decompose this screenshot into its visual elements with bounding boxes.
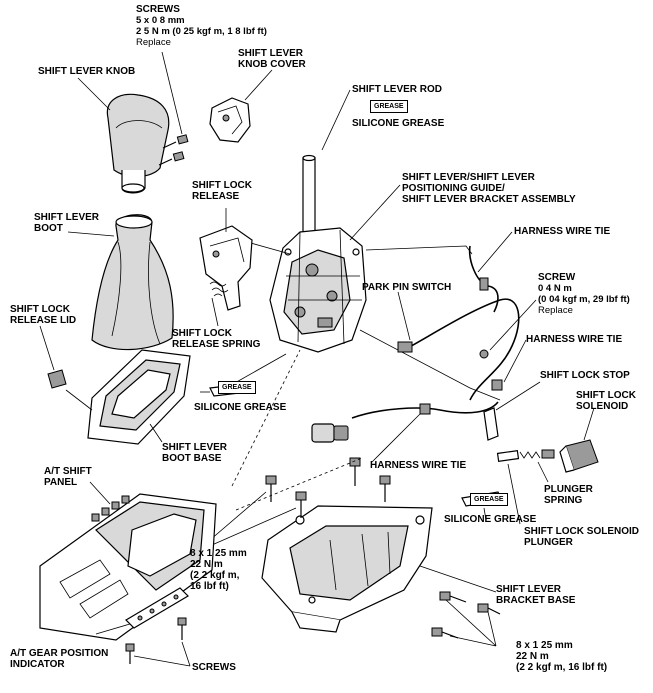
- silicone-grease-left-label: SILICONE GREASE: [194, 402, 287, 413]
- screws-top-title: SCREWS: [136, 4, 180, 15]
- shift-lever-rod-label: SHIFT LEVER ROD: [352, 84, 443, 95]
- bolt-mid-line-3: (2 2 kgf m,: [190, 570, 240, 581]
- shift-lock-stop-label: SHIFT LOCK STOP: [540, 370, 630, 381]
- assembly-label: SHIFT LEVER/SHIFT LEVER POSITIONING GUID…: [402, 172, 576, 205]
- solenoid-plunger-line-1: SHIFT LOCK SOLENOID: [524, 526, 639, 537]
- at-shift-panel-part: [39, 493, 217, 641]
- release-lid-label: SHIFT LOCK RELEASE LID: [10, 304, 76, 326]
- screw-right-torque-1: 0 4 N m: [538, 283, 572, 294]
- knob-cover-part: [209, 97, 251, 143]
- screws-bottom-label: SCREWS: [192, 662, 236, 673]
- assembly-line-3: SHIFT LEVER BRACKET ASSEMBLY: [402, 194, 576, 205]
- bolt-bottom-line-3: (2 2 kgf m, 16 lbf ft): [516, 662, 608, 673]
- solenoid-line-1: SHIFT LOCK: [576, 390, 636, 401]
- knob-cover-line-2: KNOB COVER: [238, 59, 306, 70]
- boot-base-line-2: BOOT BASE: [162, 453, 222, 464]
- release-spring-line-2: RELEASE SPRING: [172, 339, 261, 350]
- solenoid-line-2: SOLENOID: [576, 401, 629, 412]
- bracket-base-part: [261, 505, 433, 633]
- at-shift-panel-line-2: PANEL: [44, 477, 78, 488]
- assembly-line-1: SHIFT LEVER/SHIFT LEVER: [402, 172, 535, 183]
- plunger-part: [496, 449, 555, 463]
- shift-lock-release-line-2: RELEASE: [192, 191, 240, 202]
- release-spring-line-1: SHIFT LOCK: [172, 328, 232, 339]
- release-spring-part: [209, 281, 229, 297]
- indicator-label: A/T GEAR POSITION INDICATOR: [10, 648, 108, 670]
- bracket-base-line-2: BRACKET BASE: [496, 595, 576, 606]
- bolt-mid-line-2: 22 N m: [190, 559, 223, 570]
- boot-base-label: SHIFT LEVER BOOT BASE: [162, 442, 227, 464]
- screws-top-size: 5 x 0 8 mm: [136, 15, 185, 26]
- plunger-spring-line-1: PLUNGER: [544, 484, 593, 495]
- boot-label: SHIFT LEVER BOOT: [34, 212, 99, 234]
- grease-tube-top-label: GREASE: [370, 100, 408, 113]
- shift-lock-solenoid-part: [559, 439, 599, 473]
- screw-right-label: SCREW 0 4 N m (0 04 kgf m, 29 lbf ft) Re…: [538, 272, 630, 316]
- at-shift-panel-line-1: A/T SHIFT: [44, 466, 92, 477]
- boot-line-1: SHIFT LEVER: [34, 212, 100, 223]
- shift-lock-release-part: [199, 225, 253, 311]
- shift-lock-release-label: SHIFT LOCK RELEASE: [192, 180, 252, 202]
- bracket-base-label: SHIFT LEVER BRACKET BASE: [496, 584, 575, 606]
- bolt-mid-line-4: 16 lbf ft): [190, 581, 229, 592]
- gear-position-indicator-part: [125, 587, 189, 629]
- shift-lock-stop-part: [483, 407, 499, 441]
- wire-harness-part: [311, 245, 520, 443]
- screw-right-torque-2: (0 04 kgf m, 29 lbf ft): [538, 294, 630, 305]
- shift-lever-boot-part: [91, 214, 174, 351]
- screws-top-note: Replace: [136, 37, 171, 48]
- bolts-part: [265, 457, 501, 639]
- boot-base-line-1: SHIFT LEVER: [162, 442, 228, 453]
- screw-right-note: Replace: [538, 305, 573, 316]
- shift-lever-knob-label: SHIFT LEVER KNOB: [38, 66, 136, 77]
- shift-lock-release-line-1: SHIFT LOCK: [192, 180, 252, 191]
- silicone-grease-right-label: SILICONE GREASE: [444, 514, 537, 525]
- bracket-assembly-part: [269, 227, 367, 353]
- release-lid-line-1: SHIFT LOCK: [10, 304, 70, 315]
- bolt-bottom-label: 8 x 1 25 mm 22 N m (2 2 kgf m, 16 lbf ft…: [516, 640, 607, 673]
- screws-bottom-part: [125, 617, 187, 664]
- screws-top-label: SCREWS 5 x 0 8 mm 2 5 N m (0 25 kgf m, 1…: [136, 4, 267, 48]
- plunger-spring-line-2: SPRING: [544, 495, 583, 506]
- boot-line-2: BOOT: [34, 223, 63, 234]
- harness-tie-mid-label: HARNESS WIRE TIE: [526, 334, 623, 345]
- shift-lever-rod-part: [302, 154, 316, 251]
- screws-top-part: [158, 134, 189, 166]
- plunger-spring-label: PLUNGER SPRING: [544, 484, 593, 506]
- solenoid-plunger-label: SHIFT LOCK SOLENOID PLUNGER: [524, 526, 639, 548]
- bolt-bottom-line-1: 8 x 1 25 mm: [516, 640, 573, 651]
- release-lid-part: [47, 369, 67, 389]
- bolt-mid-label: 8 x 1 25 mm 22 N m (2 2 kgf m, 16 lbf ft…: [190, 548, 247, 592]
- park-pin-switch-label: PARK PIN SWITCH: [362, 282, 452, 293]
- bolt-mid-line-1: 8 x 1 25 mm: [190, 548, 247, 559]
- bracket-base-line-1: SHIFT LEVER: [496, 584, 562, 595]
- indicator-line-2: INDICATOR: [10, 659, 65, 670]
- release-lid-line-2: RELEASE LID: [10, 315, 77, 326]
- screws-top-torque: 2 5 N m (0 25 kgf m, 1 8 lbf ft): [136, 26, 267, 37]
- solenoid-label: SHIFT LOCK SOLENOID: [576, 390, 636, 412]
- silicone-grease-top-label: SILICONE GREASE: [352, 118, 445, 129]
- indicator-line-1: A/T GEAR POSITION: [10, 648, 109, 659]
- assembly-line-2: POSITIONING GUIDE/: [402, 183, 505, 194]
- bolt-bottom-line-2: 22 N m: [516, 651, 549, 662]
- knob-cover-label: SHIFT LEVER KNOB COVER: [238, 48, 306, 70]
- knob-cover-line-1: SHIFT LEVER: [238, 48, 304, 59]
- shift-lever-knob-part: [106, 93, 170, 194]
- boot-base-part: [65, 349, 191, 445]
- harness-tie-bottom-label: HARNESS WIRE TIE: [370, 460, 467, 471]
- grease-tube-right-label: GREASE: [470, 493, 508, 506]
- harness-tie-top-label: HARNESS WIRE TIE: [514, 226, 611, 237]
- release-spring-label: SHIFT LOCK RELEASE SPRING: [172, 328, 260, 350]
- screw-right-title: SCREW: [538, 272, 576, 283]
- at-shift-panel-label: A/T SHIFT PANEL: [44, 466, 92, 488]
- grease-tube-left-label: GREASE: [218, 381, 256, 394]
- solenoid-plunger-line-2: PLUNGER: [524, 537, 573, 548]
